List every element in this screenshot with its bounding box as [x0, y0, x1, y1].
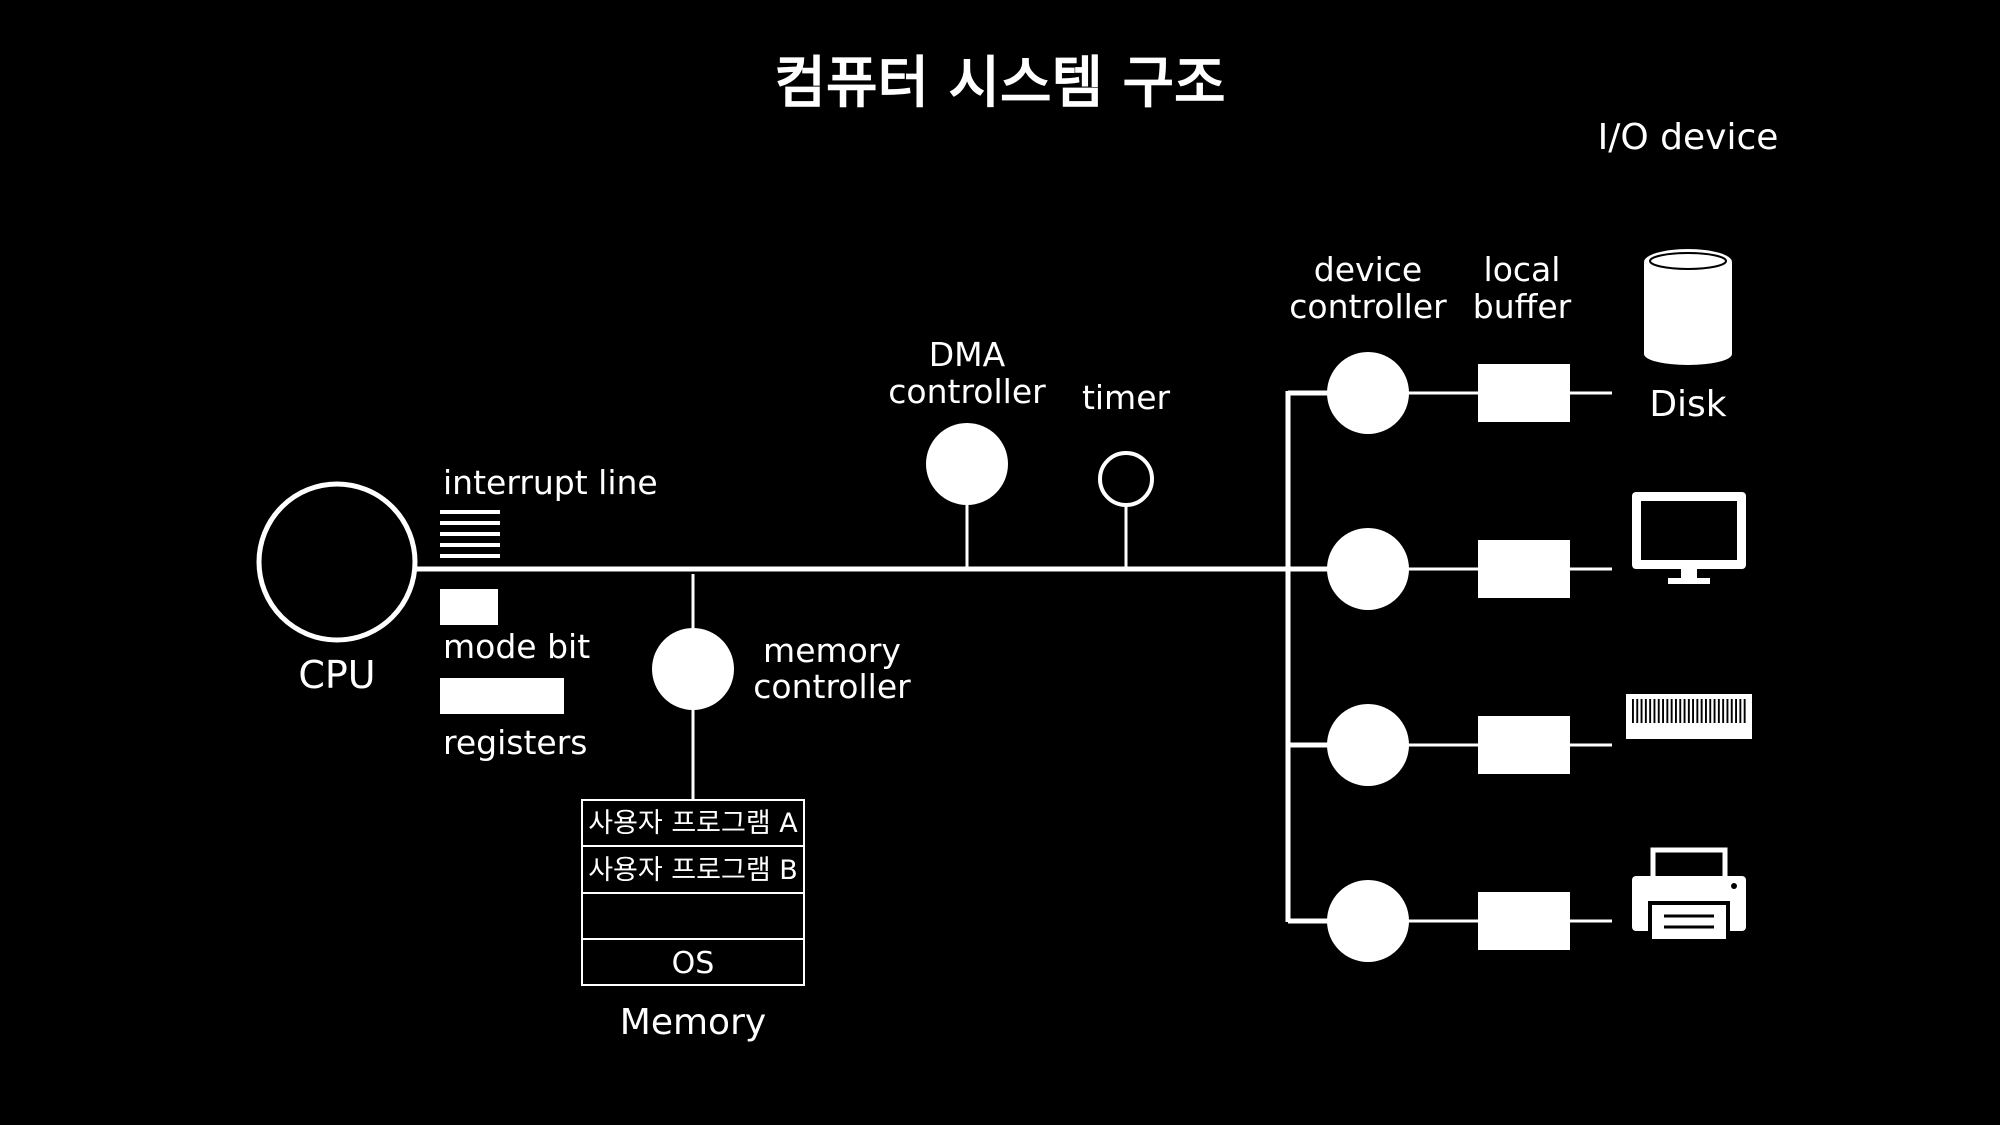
- disk-label: Disk: [1649, 384, 1726, 425]
- keyboard-key: [1709, 699, 1712, 723]
- device-controller-node: [1327, 352, 1409, 434]
- keyboard-key: [1649, 699, 1652, 723]
- local-buffer-label-line2: buffer: [1473, 287, 1572, 326]
- timer-label: timer: [1082, 378, 1171, 417]
- dma-controller-label-line2: controller: [888, 372, 1046, 411]
- mode-bit-box: [440, 589, 498, 625]
- device-row-printer: [1288, 880, 1612, 962]
- registers-box: [440, 678, 564, 714]
- cpu-label: CPU: [298, 653, 375, 697]
- keyboard-key: [1700, 699, 1703, 723]
- memory-controller-node: [652, 628, 734, 710]
- keyboard-key: [1675, 699, 1677, 723]
- keyboard-key: [1679, 699, 1682, 723]
- keyboard-key: [1739, 699, 1742, 723]
- device-controller-node: [1327, 880, 1409, 962]
- keyboard-key: [1696, 699, 1699, 723]
- keyboard-key: [1692, 699, 1694, 723]
- local-buffer-box: [1478, 716, 1570, 774]
- keyboard-key: [1632, 699, 1634, 723]
- keyboard-key: [1730, 699, 1733, 723]
- keyboard-key: [1683, 699, 1686, 723]
- keyboard-key: [1687, 699, 1690, 723]
- dma-controller-node: [926, 423, 1008, 505]
- device-row-keyboard: [1288, 704, 1612, 786]
- keyboard-key: [1717, 699, 1720, 723]
- device-controller-label-line2: controller: [1289, 287, 1447, 326]
- keyboard-key: [1662, 699, 1664, 723]
- cpu-node: [256, 481, 418, 643]
- keyboard-key: [1743, 699, 1746, 723]
- memory-block: [581, 799, 805, 986]
- memory-slot-program-b: 사용자 프로그램 B: [588, 855, 798, 886]
- memory-controller-label-line2: controller: [753, 667, 911, 706]
- disk-icon: [1644, 249, 1732, 365]
- device-controller-label-line1: device: [1314, 250, 1422, 289]
- local-buffer-box: [1478, 892, 1570, 950]
- device-row-monitor: [1285, 528, 1612, 610]
- keyboard-key: [1713, 699, 1716, 723]
- device-row-disk: [1288, 352, 1612, 434]
- memory-controller-label-line1: memory: [763, 631, 901, 670]
- keyboard-key: [1666, 699, 1669, 723]
- device-controller-node: [1327, 528, 1409, 610]
- io-device-header: I/O device: [1598, 117, 1779, 158]
- keyboard-key: [1722, 699, 1725, 723]
- memory-slot-os: OS: [672, 946, 715, 981]
- monitor-icon: [1632, 492, 1746, 584]
- dma-controller-label-line1: DMA: [929, 335, 1006, 374]
- device-controller-node: [1327, 704, 1409, 786]
- local-buffer-box: [1478, 540, 1570, 598]
- keyboard-key: [1640, 699, 1643, 723]
- keyboard-key: [1735, 699, 1737, 723]
- keyboard-key: [1670, 699, 1673, 723]
- local-buffer-label-line1: local: [1484, 250, 1561, 289]
- timer-node: [1098, 451, 1154, 507]
- keyboard-key: [1636, 699, 1639, 723]
- local-buffer-box: [1478, 364, 1570, 422]
- registers-label: registers: [443, 723, 587, 762]
- interrupt-line-icon: [440, 510, 500, 558]
- memory-slot-program-a: 사용자 프로그램 A: [588, 808, 798, 839]
- interrupt-line-label: interrupt line: [443, 463, 658, 502]
- keyboard-icon: [1626, 694, 1752, 739]
- keyboard-key: [1705, 699, 1707, 723]
- keyboard-key: [1653, 699, 1656, 723]
- mode-bit-label: mode bit: [443, 627, 590, 666]
- keyboard-key: [1726, 699, 1729, 723]
- keyboard-key: [1644, 699, 1647, 723]
- keyboard-key: [1657, 699, 1660, 723]
- printer-icon: [1632, 847, 1746, 943]
- memory-label: Memory: [620, 1002, 766, 1043]
- diagram-title: 컴퓨터 시스템 구조: [774, 51, 1225, 116]
